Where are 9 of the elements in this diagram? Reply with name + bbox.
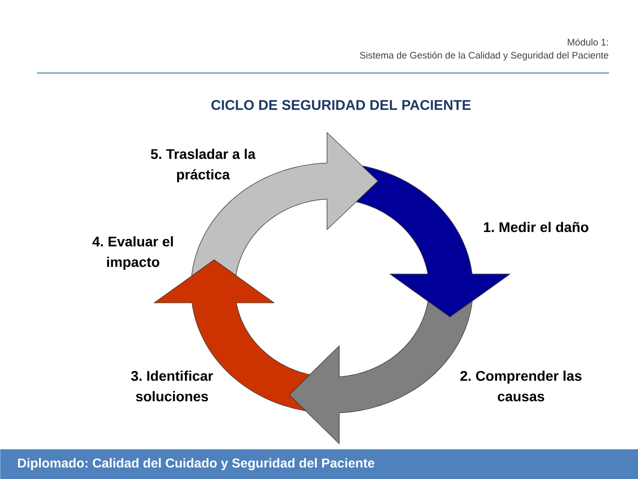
step-label: 5. Trasladar a la práctica: [150, 148, 256, 182]
footer-band: Diplomado: Calidad del Cuidado y Seguridad del Paciente: [0, 449, 638, 479]
step-label: 3. Identificar soluciones: [131, 370, 214, 402]
step-label: 2. Comprender las causas: [460, 370, 582, 402]
diagram-title: CICLO DE SEGURIDAD DEL PACIENTE: [211, 100, 471, 110]
header-text: Módulo 1:: [568, 38, 608, 46]
step-label: 4. Evaluar el impacto: [92, 236, 173, 270]
header-text: Sistema de Gestión de la Calidad y Seguridad del Paciente: [360, 52, 608, 60]
step-label: 1. Medir el daño: [484, 222, 588, 232]
